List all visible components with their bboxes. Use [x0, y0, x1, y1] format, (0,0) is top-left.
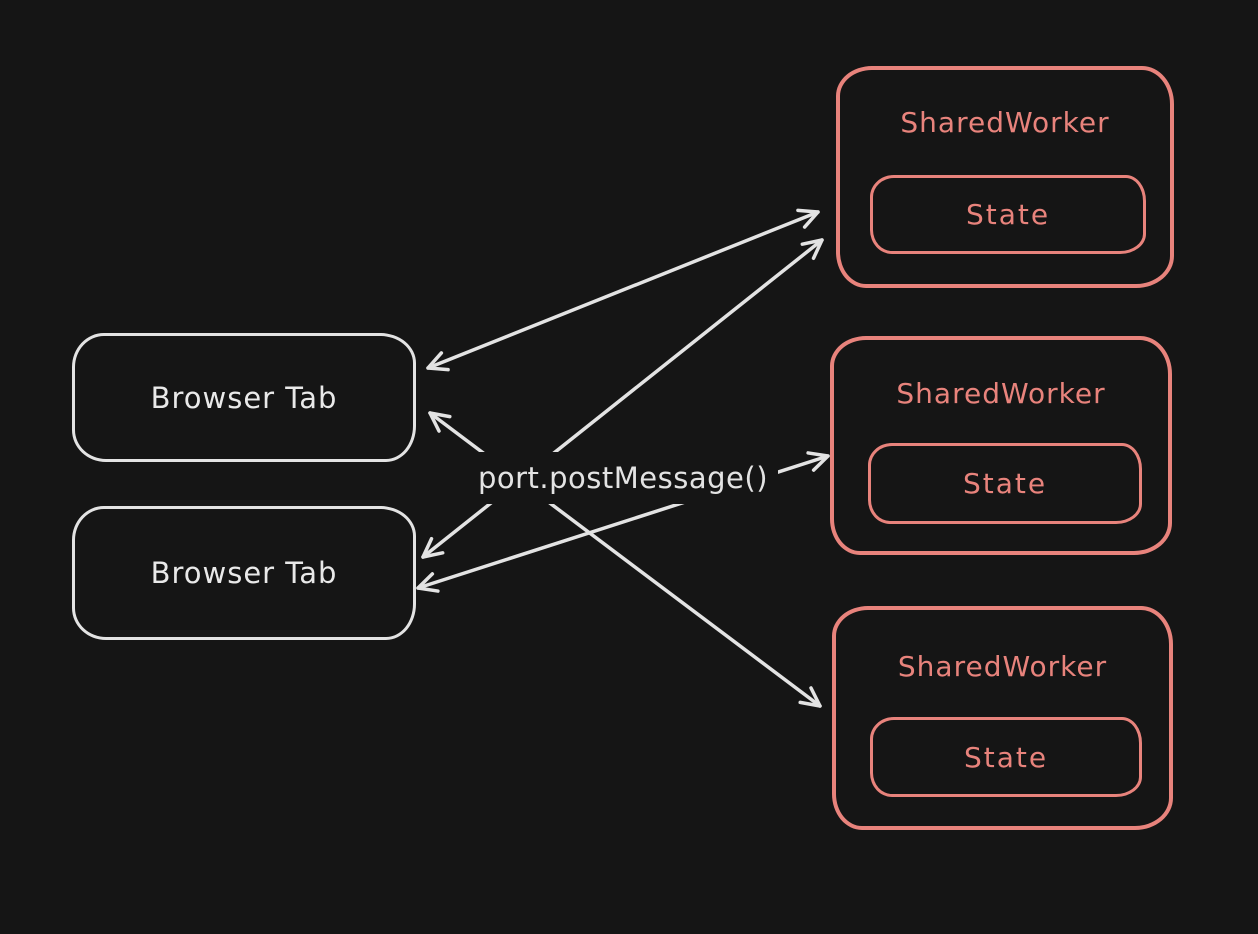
state-label: State: [962, 467, 1048, 500]
shared-worker-box-1: SharedWorker State: [836, 66, 1174, 288]
browser-tab-box-1: Browser Tab: [72, 333, 416, 462]
browser-tab-label: Browser Tab: [150, 380, 338, 415]
state-label: State: [963, 740, 1049, 774]
shared-worker-box-3: SharedWorker State: [832, 606, 1173, 830]
state-label: State: [965, 198, 1051, 231]
browser-tab-label: Browser Tab: [150, 556, 338, 590]
shared-worker-title: SharedWorker: [900, 106, 1110, 139]
shared-worker-box-2: SharedWorker State: [830, 336, 1172, 555]
browser-tab-box-2: Browser Tab: [72, 506, 416, 640]
shared-worker-title: SharedWorker: [896, 377, 1106, 410]
port-postmessage-label: port.postMessage(): [468, 452, 778, 504]
state-box: State: [870, 175, 1146, 254]
shared-worker-title: SharedWorker: [897, 650, 1108, 683]
arrow-tab2-worker1: [421, 238, 824, 559]
state-box: State: [870, 717, 1142, 797]
state-box: State: [868, 443, 1142, 524]
